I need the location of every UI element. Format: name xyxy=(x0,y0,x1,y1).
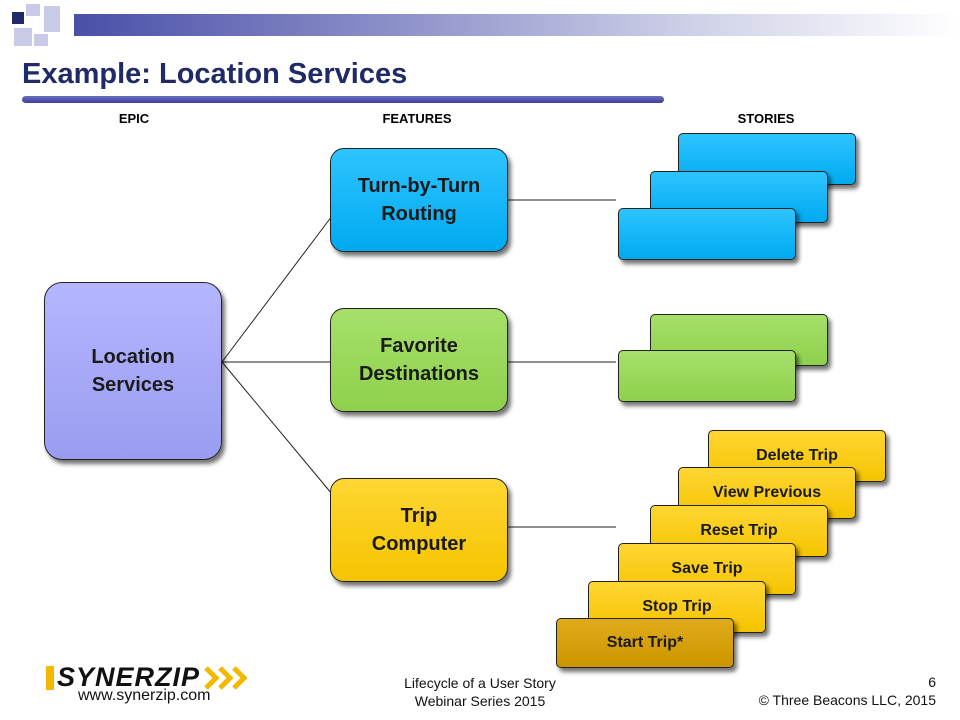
logo-text: SYNERZIP xyxy=(57,662,201,692)
synerzip-logo: SYNERZIP xyxy=(46,662,252,693)
column-header-epic: EPIC xyxy=(118,111,150,126)
column-header-features: FEATURES xyxy=(382,111,452,126)
footer-line-1: Lifecycle of a User Story xyxy=(404,675,556,691)
feature-routing-label: Turn-by-Turn Routing xyxy=(357,175,481,225)
epic-label: Location Services xyxy=(91,346,175,396)
slide-number: 6 xyxy=(928,674,936,690)
story-save-trip-label: Save Trip xyxy=(671,560,743,577)
decor-square-light xyxy=(34,34,48,46)
page-title: Example: Location Services xyxy=(22,58,408,90)
footer-center: Lifecycle of a User Story Webinar Series… xyxy=(380,674,580,710)
logo-chevrons-icon xyxy=(204,665,248,690)
decor-square-light xyxy=(14,28,32,46)
feature-trip-computer-label: Trip Computer xyxy=(371,505,467,555)
story-start-trip-label: Start Trip* xyxy=(606,633,684,651)
header-gradient-bar xyxy=(74,14,960,36)
logo-bar-icon xyxy=(46,665,54,690)
story-card-green[interactable] xyxy=(618,350,796,402)
feature-trip-computer-box[interactable]: Trip Computer xyxy=(330,478,508,582)
decor-square-light xyxy=(44,6,60,32)
website-link[interactable]: www.synerzip.com xyxy=(78,687,211,704)
connector-epic-routing xyxy=(221,215,333,363)
column-header-stories: STORIES xyxy=(737,111,795,126)
decor-square-light xyxy=(26,4,40,16)
story-reset-trip-label: Reset Trip xyxy=(700,522,778,539)
feature-routing-box[interactable]: Turn-by-Turn Routing xyxy=(330,148,508,252)
feature-favorites-box[interactable]: Favorite Destinations xyxy=(330,308,508,412)
epic-box[interactable]: Location Services xyxy=(44,282,222,460)
title-underline xyxy=(22,96,664,103)
copyright: © Three Beacons LLC, 2015 xyxy=(758,692,936,708)
story-stop-trip-label: Stop Trip xyxy=(642,598,712,615)
story-start-trip[interactable]: Start Trip* xyxy=(556,618,734,668)
footer-line-2: Webinar Series 2015 xyxy=(414,693,546,710)
story-view-previous-label: View Previous xyxy=(712,484,822,501)
feature-favorites-label: Favorite Destinations xyxy=(358,335,480,385)
story-card-blue[interactable] xyxy=(618,208,796,260)
connector-epic-trip xyxy=(221,361,333,495)
story-delete-trip-label: Delete Trip xyxy=(756,447,838,464)
decor-square-navy xyxy=(12,12,24,24)
